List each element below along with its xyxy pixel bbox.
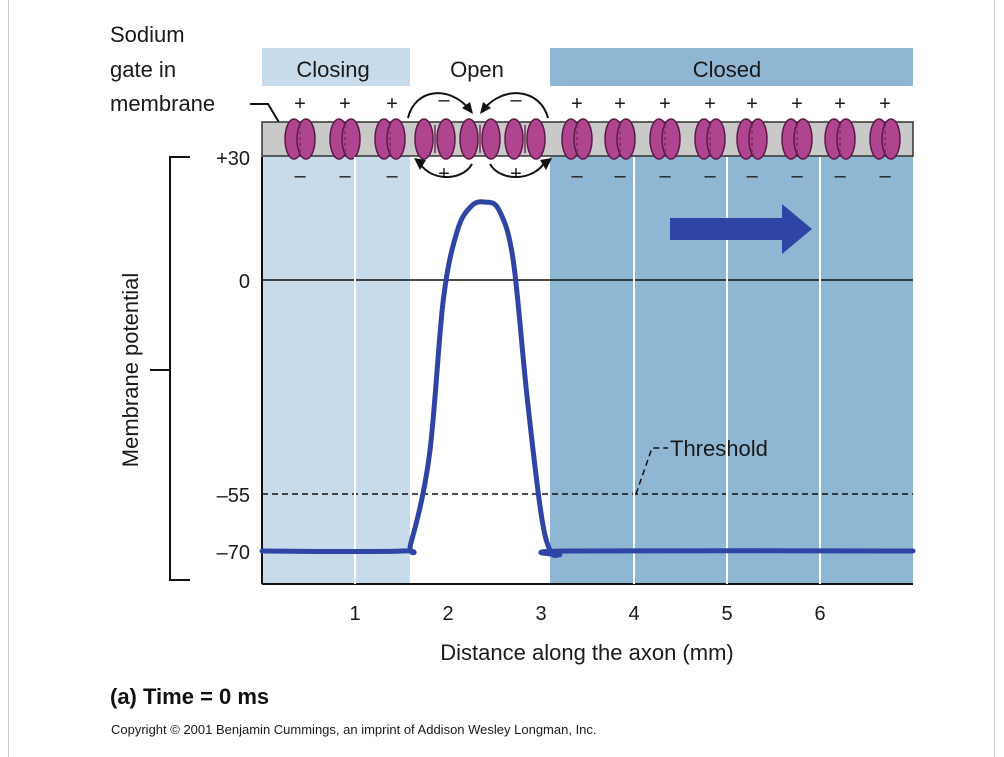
sodium-gate-subunit — [436, 118, 456, 160]
x-tick-label: 6 — [814, 603, 825, 625]
y-tick-label: +30 — [216, 148, 250, 170]
positive-charge: + — [834, 93, 846, 115]
sodium-gate-pointer — [250, 103, 281, 125]
sodium-gate-subunit — [793, 118, 813, 160]
x-tick-label: 2 — [442, 603, 453, 625]
negative-charge: – — [339, 165, 351, 187]
sodium-gates — [284, 118, 901, 160]
sodium-gate-label-3: membrane — [110, 91, 215, 116]
sodium-gate-subunit — [881, 118, 901, 160]
positive-charge: + — [659, 93, 671, 115]
positive-charge: + — [510, 163, 522, 185]
negative-charge: – — [746, 165, 758, 187]
sodium-gate-subunit — [573, 118, 593, 160]
y-axis-bracket — [150, 156, 190, 581]
positive-charge: + — [294, 93, 306, 115]
closed-label-bg — [550, 48, 913, 86]
closing-label-bg — [262, 48, 410, 86]
sodium-gate-subunit — [504, 118, 524, 160]
x-tick-label: 1 — [349, 603, 360, 625]
open-label: Open — [450, 57, 504, 82]
frame-right-line — [994, 0, 995, 757]
positive-charge: + — [438, 163, 450, 185]
frame-left-line — [8, 0, 9, 757]
closed-region — [550, 132, 913, 584]
negative-charge: – — [704, 165, 716, 187]
threshold-label: Threshold — [670, 436, 768, 461]
current-flow-arrowheads — [414, 102, 552, 170]
positive-charge: + — [879, 93, 891, 115]
negative-charge: – — [614, 165, 626, 187]
negative-charge: – — [294, 165, 306, 187]
negative-charge: – — [659, 165, 671, 187]
membrane-potential-curve — [259, 199, 916, 559]
sodium-gate-subunit — [526, 118, 546, 160]
sodium-gate-subunit — [616, 118, 636, 160]
closed-label: Closed — [693, 57, 761, 82]
positive-charge: + — [614, 93, 626, 115]
x-axis-label: Distance along the axon (mm) — [440, 640, 733, 665]
x-tick-label: 3 — [535, 603, 546, 625]
sodium-gate-subunit — [481, 118, 501, 160]
sodium-gate-subunit — [341, 118, 361, 160]
copyright-notice: Copyright © 2001 Benjamin Cummings, an i… — [111, 722, 597, 737]
axis-ticks: 1 2 3 4 5 6 +30 0 –55 –70 — [216, 148, 826, 625]
closing-region — [262, 132, 410, 584]
x-tick-label: 4 — [628, 603, 639, 625]
negative-charge: – — [834, 165, 846, 187]
positive-charge: + — [339, 93, 351, 115]
y-tick-label: –70 — [217, 542, 250, 564]
negative-charge: – — [791, 165, 803, 187]
positive-charge: + — [791, 93, 803, 115]
y-tick-label: –55 — [217, 485, 250, 507]
negative-charge: – — [386, 165, 398, 187]
y-axis-label: Membrane potential — [118, 273, 143, 467]
sodium-gate-subunit — [459, 118, 479, 160]
sodium-gate-subunit — [706, 118, 726, 160]
negative-charge: – — [510, 89, 522, 111]
sodium-gate-subunit — [836, 118, 856, 160]
y-tick-label: 0 — [239, 271, 250, 293]
x-tick-label: 5 — [721, 603, 732, 625]
sodium-gate-subunit — [296, 118, 316, 160]
positive-charge: + — [704, 93, 716, 115]
positive-charge: + — [571, 93, 583, 115]
sodium-gate-label-1: Sodium — [110, 22, 185, 47]
sodium-gate-subunit — [386, 118, 406, 160]
sodium-gate-subunit — [414, 118, 434, 160]
positive-charge: + — [746, 93, 758, 115]
sodium-gate-label-2: gate in — [110, 57, 176, 82]
membrane-charges: +++++++++++–––––––––––––++ — [294, 89, 891, 187]
sodium-gate-subunit — [661, 118, 681, 160]
positive-charge: + — [386, 93, 398, 115]
figure-caption: (a) Time = 0 ms — [110, 684, 270, 709]
propagation-direction-arrow — [670, 204, 812, 254]
negative-charge: – — [879, 165, 891, 187]
sodium-gate-subunit — [748, 118, 768, 160]
negative-charge: – — [571, 165, 583, 187]
closing-label: Closing — [296, 57, 369, 82]
